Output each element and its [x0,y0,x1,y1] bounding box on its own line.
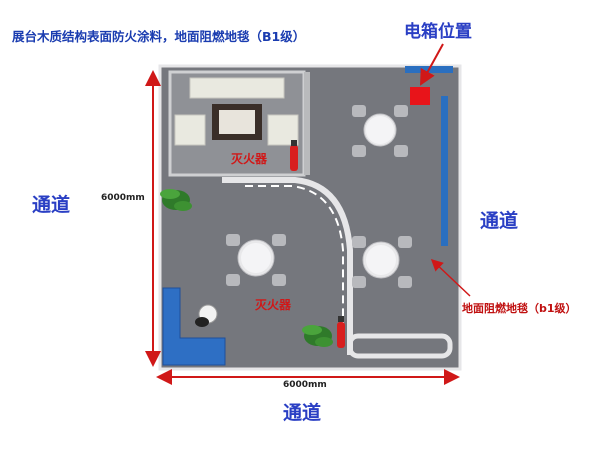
extinguisher-label: 灭火器 [255,298,292,312]
extinguisher-icon [337,316,345,348]
room-partition [304,72,310,175]
curved-wall-lights [245,185,344,330]
carpet-label: 地面阻燃地毯（b1级） [462,302,577,315]
extinguisher-label: 灭火器 [231,152,268,166]
electrical-box-arrow [420,43,444,86]
extinguisher-icon [290,140,298,171]
reception-counter [162,287,226,366]
aisle-label-bottom: 通道 [283,402,322,424]
aisle-label-left: 通道 [32,194,71,216]
dimension-label-bottom: 6000mm [283,380,327,390]
armchair-left [174,114,206,146]
right-wall [441,96,448,246]
electrical-box-marker [410,87,430,105]
dimension-label-left: 6000mm [101,193,145,203]
table-set-top-right [352,105,408,157]
carpet-arrow [430,258,471,297]
electrical-box-label: 电箱位置 [404,22,472,42]
plant-left [160,189,192,211]
table-set-left [226,234,286,286]
table-set-right [352,236,412,288]
aisle-label-right: 通道 [480,210,519,232]
fireproof-note: 展台木质结构表面防火涂料，地面阻燃地毯（B1级） [12,29,306,44]
curved-wall [222,177,353,355]
sofa [189,77,285,99]
plant-bottom [302,325,333,347]
